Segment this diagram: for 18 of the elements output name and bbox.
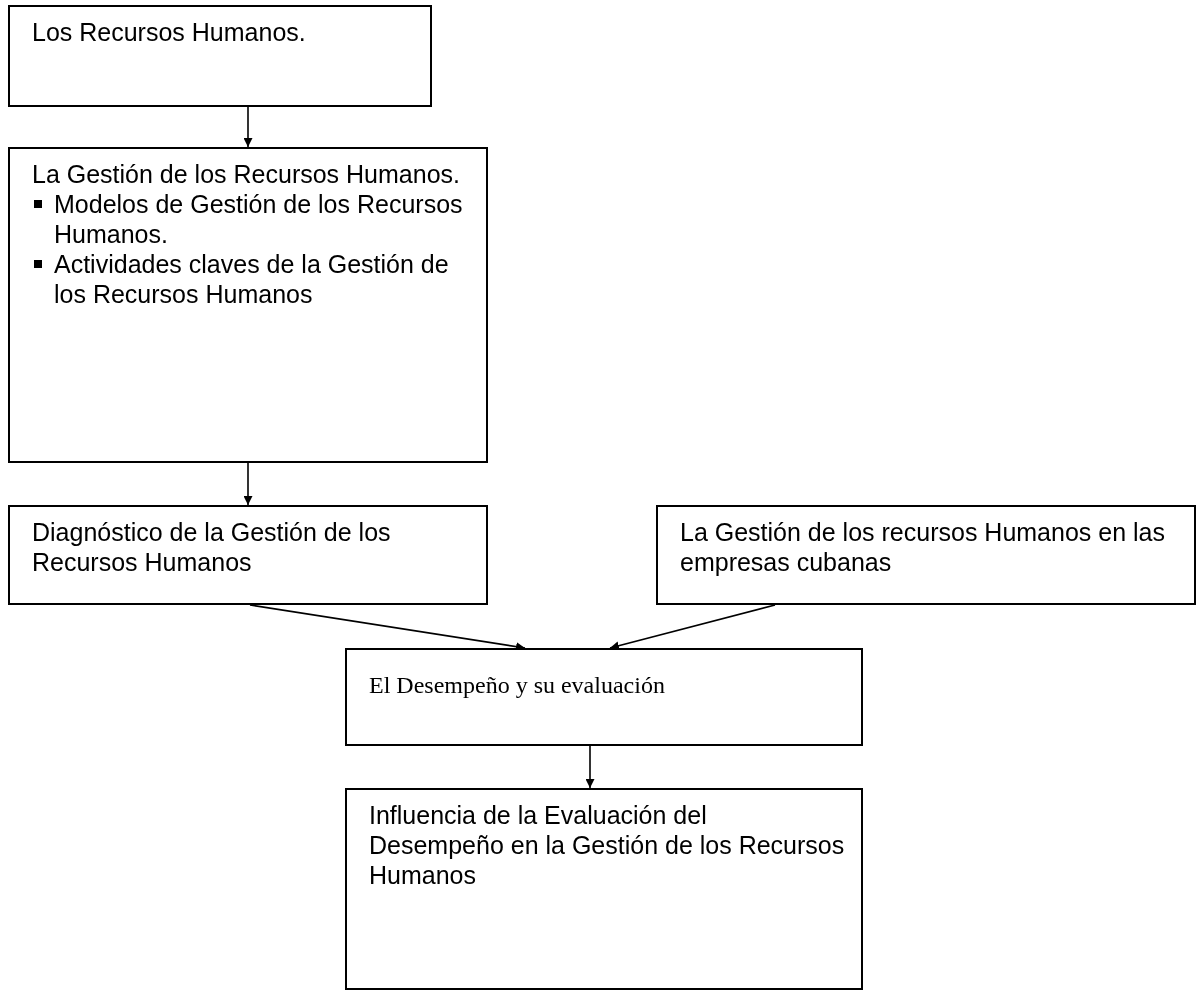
box-heading: Diagnóstico de la Gestión de los Recursos Humanos xyxy=(32,517,392,577)
arrow xyxy=(243,106,253,148)
box-heading: La Gestión de los recursos Humanos en las empresas cubanas xyxy=(680,517,1166,577)
box-heading: Los Recursos Humanos. xyxy=(32,17,307,47)
process-box xyxy=(656,505,1196,605)
box-heading: El Desempeño y su evaluación xyxy=(369,671,666,700)
process-box xyxy=(345,648,863,746)
process-box xyxy=(8,147,488,463)
process-box xyxy=(8,5,432,107)
bullet-item: Actividades claves de la Gestión de los Recursos Humanos xyxy=(54,249,450,309)
process-box xyxy=(8,505,488,605)
arrow xyxy=(243,462,253,506)
process-box xyxy=(345,788,863,990)
bullet-item: Modelos de Gestión de los Recursos Humanos. xyxy=(54,189,464,249)
arrow xyxy=(585,745,595,789)
box-heading: La Gestión de los Recursos Humanos. xyxy=(32,159,461,189)
box-heading: Influencia de la Evaluación del Desempeño en la Gestión de los Recursos Humanos xyxy=(369,800,846,890)
arrow xyxy=(609,604,776,651)
